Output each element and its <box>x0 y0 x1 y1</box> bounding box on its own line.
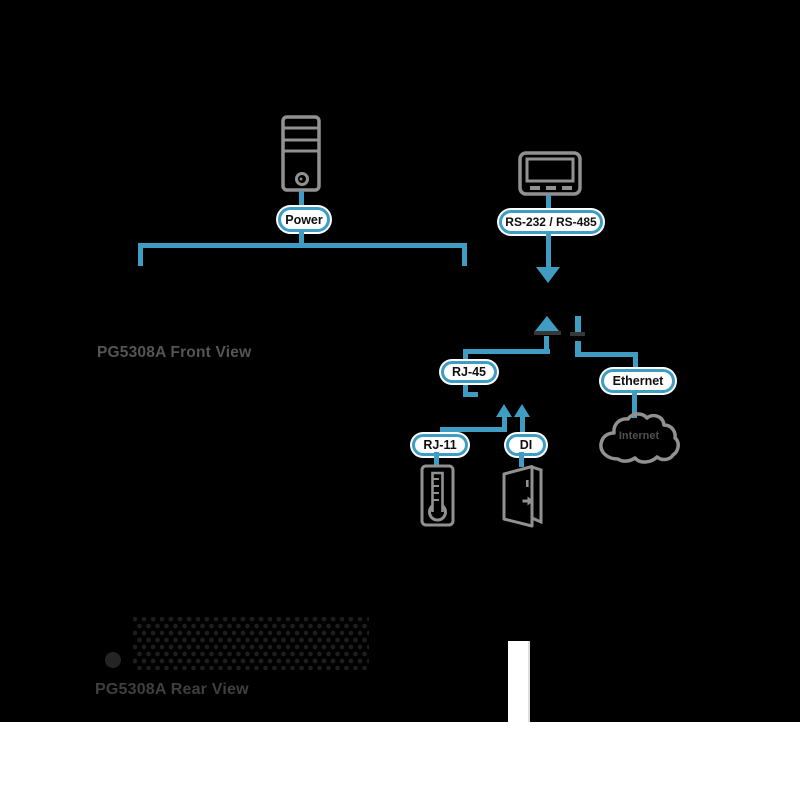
tower-to-power-line <box>299 191 304 209</box>
rj45-branch-hline <box>463 349 550 354</box>
internet-cloud-icon <box>599 412 680 464</box>
white-vertical-bar <box>508 641 530 723</box>
rj11-up-arrow-icon <box>496 404 512 417</box>
power-bus-right-stub <box>462 243 467 266</box>
rs232-label: RS-232 / RS-485 <box>499 210 603 234</box>
up-arrow-icon <box>535 316 559 331</box>
power-to-bus-line <box>299 230 304 244</box>
ethernet-dash-line <box>575 316 581 332</box>
rs232-label-text: RS-232 / RS-485 <box>505 215 597 229</box>
computer-tower-icon <box>281 115 321 192</box>
internet-cloud-text: Internet <box>618 430 660 442</box>
ethernet-label: Ethernet <box>601 369 675 393</box>
rj11-label: RJ-11 <box>412 434 468 456</box>
power-bus-line <box>138 243 467 248</box>
rj45-label-text: RJ-45 <box>451 365 487 379</box>
ethernet-to-cloud-line <box>632 391 637 418</box>
power-label-text: Power <box>285 212 323 227</box>
power-bus-left-stub <box>138 243 143 266</box>
controller-to-rs232-line <box>546 195 551 212</box>
rj11-label-text: RJ-11 <box>423 438 457 452</box>
rj11-to-sensor-line <box>434 452 439 466</box>
rear-view-caption: PG5308A Rear View <box>95 681 249 698</box>
ethernet-label-text: Ethernet <box>612 374 664 388</box>
device-edge-mark-left <box>534 331 561 335</box>
rear-panel-screw <box>105 652 121 668</box>
ethernet-branch-hline <box>575 352 638 357</box>
controller-display-icon <box>518 151 582 196</box>
ethernet-down-line <box>575 341 581 355</box>
rj45-label: RJ-45 <box>441 361 497 383</box>
di-up-arrow-icon <box>514 404 530 417</box>
rj11-arrow-stem <box>502 417 507 432</box>
uparrow-stem-line <box>544 336 549 353</box>
down-arrow-icon <box>536 267 560 283</box>
di-label-text: DI <box>519 438 533 452</box>
rj11-branch-hline <box>440 427 507 432</box>
white-bottom-strip <box>0 722 800 800</box>
thermometer-sensor-icon <box>420 464 455 527</box>
device-edge-mark-right <box>570 332 585 336</box>
door-sensor-icon <box>502 465 543 528</box>
di-branch-vline <box>520 417 525 437</box>
power-label: Power <box>278 207 330 232</box>
ethernet-branch-vline <box>633 352 638 372</box>
front-view-caption: PG5308A Front View <box>97 344 252 361</box>
rj45-stub <box>463 392 478 397</box>
rj11-branch-vline <box>440 427 445 438</box>
di-to-door-line <box>519 452 524 467</box>
rs232-down-line <box>546 231 551 268</box>
rear-panel-perforation <box>133 617 369 670</box>
di-label: DI <box>506 434 546 456</box>
